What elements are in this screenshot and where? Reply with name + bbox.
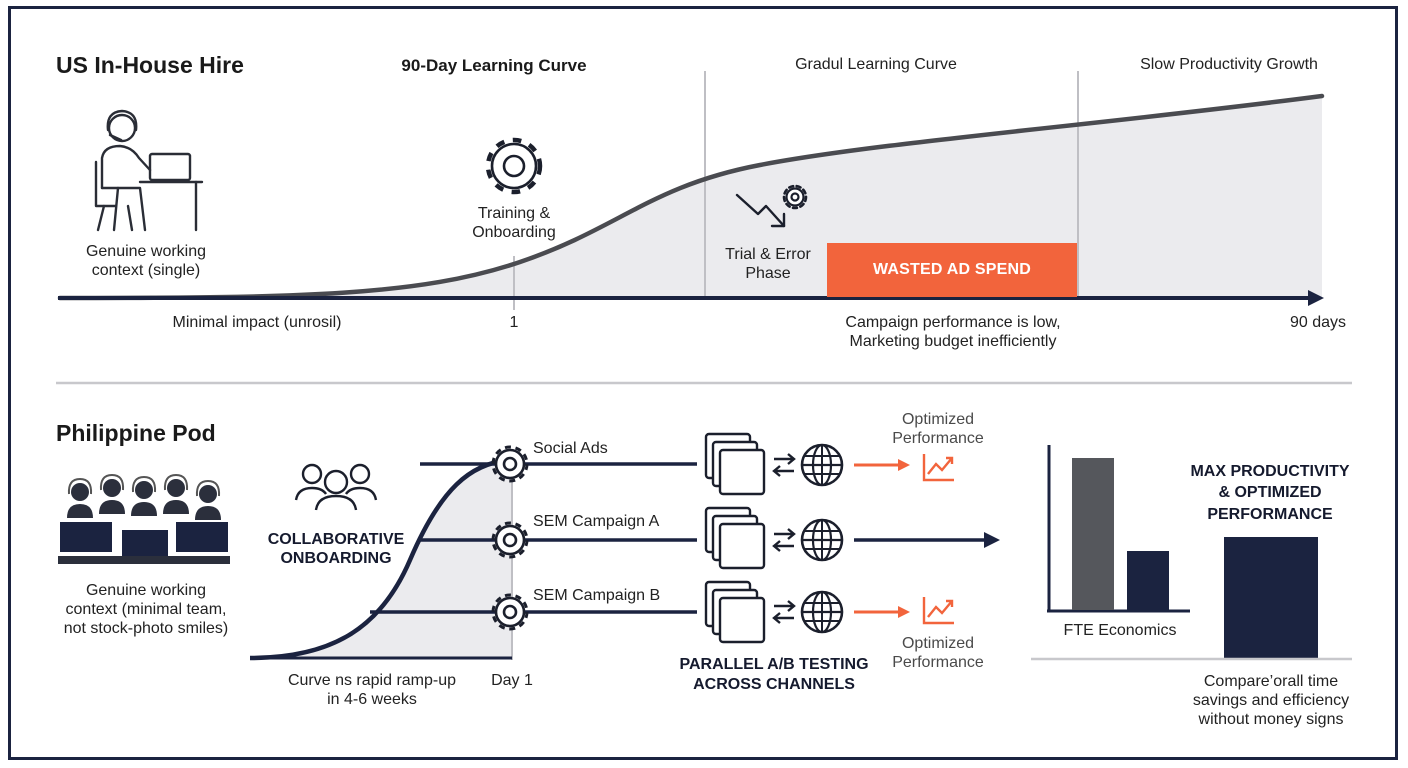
- headset-person-laptop-icon: [94, 109, 204, 232]
- testing-label-line-1: PARALLEL A/B TESTING: [679, 656, 869, 673]
- compare-label-line-1: Compare’orall time: [1203, 673, 1339, 690]
- swap-arrows-icon: [772, 527, 796, 553]
- training-label-line-2: Onboarding: [472, 224, 556, 241]
- phase-title-gradual: Gradul Learning Curve: [795, 56, 957, 73]
- campaign-note-line-2: Marketing budget inefficiently: [849, 333, 1057, 350]
- axis-mid-label: 1: [509, 314, 519, 331]
- optimized-label-bottom-line-2: Performance: [892, 654, 984, 671]
- orange-arrow: [854, 606, 910, 618]
- swap-arrows-icon: [772, 452, 796, 478]
- max-label-line-3: PERFORMANCE: [1207, 506, 1333, 523]
- trend-down-gear-icon: [735, 184, 808, 228]
- gear-icon: [485, 137, 543, 195]
- optimized-label-top-line-1: Optimized: [901, 411, 975, 428]
- team-caption-line-3: not stock-photo smiles): [63, 620, 229, 637]
- day-one-label: Day 1: [491, 672, 533, 689]
- team-caption-line-1: Genuine working: [85, 582, 207, 599]
- onboarding-label-line-2: ONBOARDING: [280, 550, 392, 567]
- trial-label-line-2: Phase: [745, 265, 791, 282]
- phase-title-learning: 90-Day Learning Curve: [401, 56, 587, 75]
- swap-arrows-icon: [772, 599, 796, 625]
- section-title-ph: Philippine Pod: [56, 420, 216, 446]
- person-caption-line-1: Genuine working: [85, 243, 207, 260]
- navy-arrowhead: [984, 532, 1000, 548]
- onboarding-label-line-1: COLLABORATIVE: [267, 531, 405, 548]
- browser-windows-icon: [704, 506, 766, 570]
- optimized-label-top-line-2: Performance: [892, 430, 984, 447]
- fte-bars: [1031, 445, 1352, 661]
- trend-up-icon: [922, 595, 956, 625]
- phase-title-slow: Slow Productivity Growth: [1140, 56, 1318, 73]
- max-label-line-1: MAX PRODUCTIVITY: [1190, 463, 1350, 480]
- learning-curve-line: [57, 93, 1325, 301]
- campaign-note-line-1: Campaign performance is low,: [845, 314, 1061, 331]
- max-label-line-2: & OPTIMIZED: [1218, 484, 1322, 501]
- testing-label-line-2: ACROSS CHANNELS: [693, 676, 855, 693]
- channel-label-social: Social Ads: [533, 440, 608, 457]
- globe-icon: [800, 443, 844, 487]
- compare-label-line-3: without money signs: [1198, 711, 1344, 728]
- curve-caption-line-2: in 4-6 weeks: [327, 691, 417, 708]
- curve-caption-line-1: Curve ns rapid ramp-up: [287, 672, 457, 689]
- channel-label-sem-a: SEM Campaign A: [533, 513, 660, 530]
- axis-end-label: 90 days: [1289, 314, 1347, 331]
- section-title-us: US In-House Hire: [56, 52, 244, 78]
- diagram-frame: [8, 6, 1398, 760]
- optimized-label-bottom-line-1: Optimized: [901, 635, 975, 652]
- learning-curve-area: [60, 96, 1322, 298]
- ramp-curve-line: [249, 457, 513, 661]
- globe-icon: [800, 590, 844, 634]
- browser-windows-icon: [704, 580, 766, 644]
- people-group-icon: [294, 463, 378, 511]
- team-caption-line-2: context (minimal team,: [65, 601, 227, 618]
- compare-label-line-2: savings and efficiency: [1192, 692, 1350, 709]
- trial-label-line-1: Trial & Error: [725, 246, 811, 263]
- team-headset-icon: [58, 474, 230, 564]
- axis-start-label: Minimal impact (unrosil): [172, 314, 342, 331]
- browser-windows-icon: [704, 432, 766, 496]
- wasted-ad-spend-box: WASTED AD SPEND: [827, 243, 1077, 297]
- orange-arrow: [854, 459, 910, 471]
- fte-economics-label: FTE Economics: [1063, 622, 1177, 639]
- training-label-line-1: Training &: [477, 205, 551, 222]
- channel-label-sem-b: SEM Campaign B: [533, 587, 661, 604]
- time-axis-arrowhead: [1308, 290, 1324, 306]
- ramp-curve-area: [250, 460, 512, 658]
- person-caption-line-2: context (single): [91, 262, 201, 279]
- trend-up-icon: [922, 452, 956, 482]
- globe-icon: [800, 518, 844, 562]
